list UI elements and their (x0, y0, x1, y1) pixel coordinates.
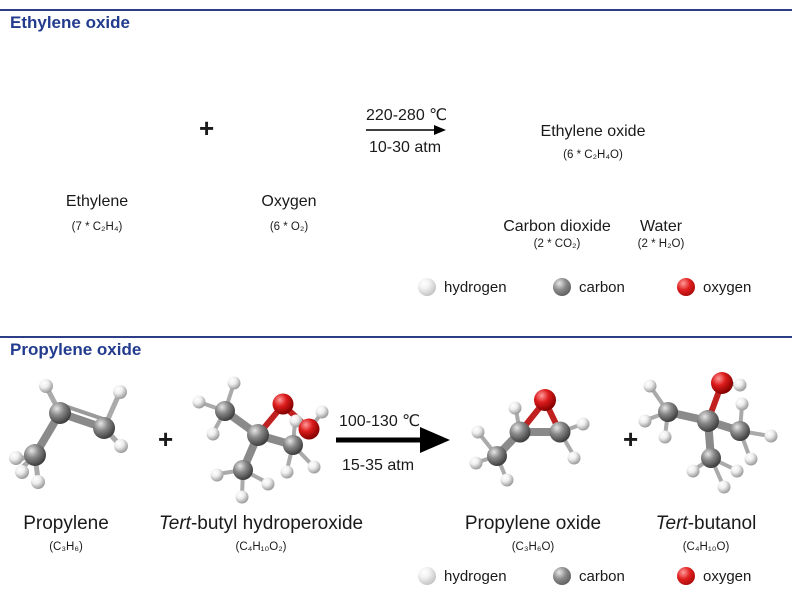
carbon-atom-icon (553, 278, 571, 296)
ethylene-section-title: Ethylene oxide (10, 13, 130, 32)
legend-carbon-2: carbon (553, 567, 625, 585)
tbhp-formula: (C₄H₁₀O₂) (235, 541, 287, 553)
ethylene-temperature: 220-280 ℃ (366, 107, 448, 124)
hydrogen-atom-icon (418, 567, 436, 585)
legend-oxygen-1: oxygen (677, 278, 751, 296)
legend-hydrogen-text: hydrogen (444, 567, 507, 585)
ethylene-plus-sign: + (199, 113, 215, 143)
propylene-pressure: 15-35 atm (342, 457, 415, 474)
propylene-plus-sign: + (158, 424, 174, 454)
propylene-section-header: Propylene oxide (0, 336, 792, 368)
tert-butanol-italic-part: Tert (655, 513, 688, 534)
carbon-dioxide-label: Carbon dioxide (503, 218, 611, 235)
ethylene-section-header: Ethylene oxide (0, 9, 792, 41)
propylene-label: Propylene (23, 513, 109, 534)
propylene-temperature: 100-130 ℃ (339, 413, 421, 430)
legend-carbon-text: carbon (579, 567, 625, 585)
tert-butyl-hydroperoxide-molecule (192, 376, 329, 504)
tbhp-label: Tert-butyl hydroperoxide (159, 513, 363, 535)
oxygen-atom-icon (677, 278, 695, 296)
carbon-atom-icon (553, 567, 571, 585)
reaction-arrow-2 (336, 427, 450, 453)
tert-butanol-rest-part: -butanol (687, 513, 757, 534)
legend-oxygen-text: oxygen (703, 567, 752, 585)
tert-butanol-formula: (C₄H₁₀O) (682, 541, 730, 553)
legend-hydrogen-text: hydrogen (444, 278, 507, 296)
reaction-arrow-1 (366, 125, 446, 135)
oxygen-atom-icon (677, 567, 695, 585)
propylene-oxide-molecule (469, 389, 590, 487)
legend-oxygen-2: oxygen (677, 567, 751, 585)
tert-butanol-label: Tert-butanol (656, 513, 757, 535)
legend-hydrogen-1: hydrogen (418, 278, 507, 296)
propylene-section-title: Propylene oxide (10, 340, 142, 359)
propylene-oxide-label: Propylene oxide (464, 513, 602, 534)
tbhp-italic-part: Tert (158, 513, 191, 534)
oxygen-label: Oxygen (261, 193, 317, 210)
legend-carbon-text: carbon (579, 278, 625, 296)
carbon-dioxide-formula: (2 * CO₂) (533, 238, 581, 250)
ethylene-formula: (7 * C₂H₄) (71, 221, 123, 233)
tert-butanol-molecule (638, 372, 778, 494)
ethylene-pressure: 10-30 atm (369, 139, 442, 156)
ethylene-oxide-label: Ethylene oxide (540, 123, 646, 140)
propylene-products-plus-sign: + (623, 424, 639, 454)
ethylene-label: Ethylene (65, 193, 129, 210)
tbhp-rest-part: -butyl hydroperoxide (190, 513, 364, 534)
legend-oxygen-text: oxygen (703, 278, 752, 296)
hydrogen-atom-icon (418, 278, 436, 296)
oxygen-formula: (6 * O₂) (269, 221, 309, 233)
water-formula: (2 * H₂O) (637, 238, 685, 250)
propylene-oxide-formula: (C₃H₆O) (511, 541, 555, 553)
legend-hydrogen-2: hydrogen (418, 567, 507, 585)
propylene-formula: (C₃H₆) (49, 541, 83, 553)
water-label: Water (639, 218, 683, 235)
legend-carbon-1: carbon (553, 278, 625, 296)
ethylene-oxide-formula: (6 * C₂H₄O) (563, 149, 623, 161)
propylene-molecule (9, 379, 128, 489)
